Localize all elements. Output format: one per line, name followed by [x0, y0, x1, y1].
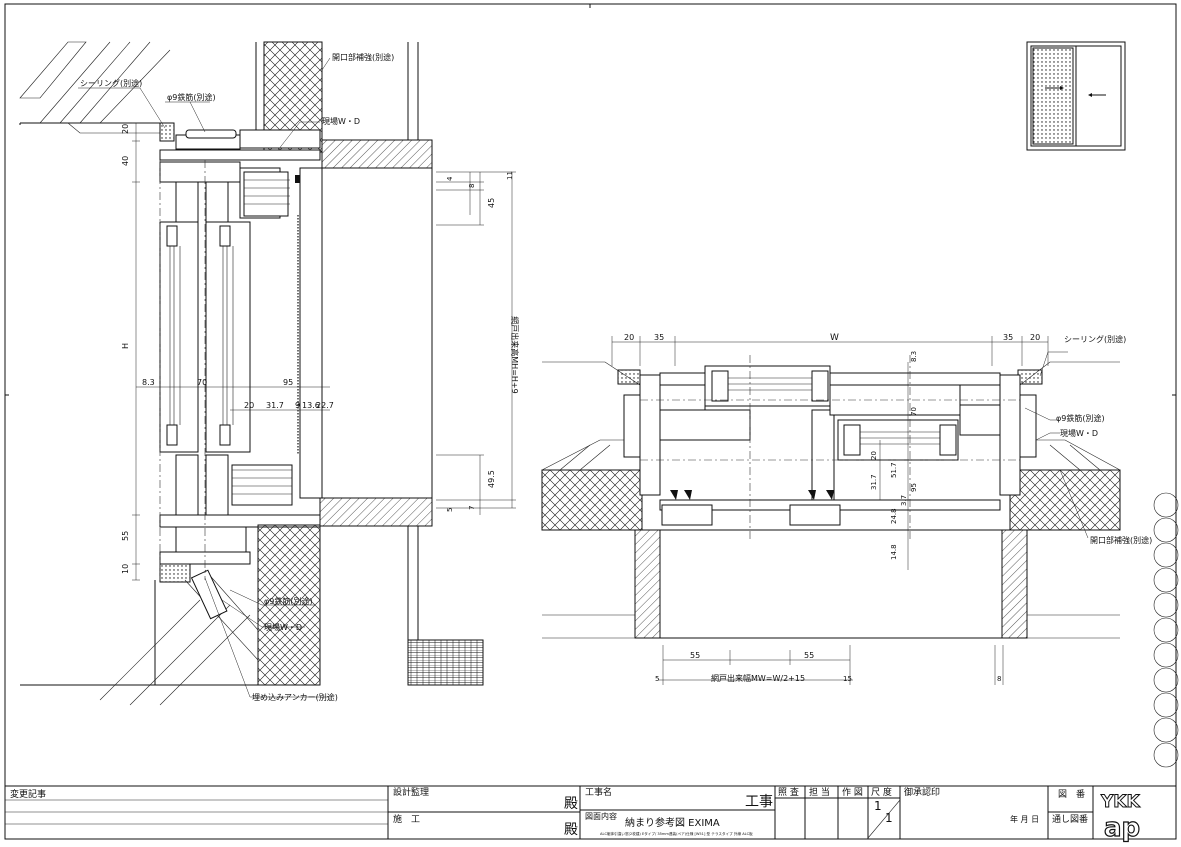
plan-callout-site-wd: 現場W・D — [1060, 428, 1098, 438]
check-label: 照 査 — [778, 786, 799, 798]
callout-site-wd: 現場W・D — [322, 116, 360, 126]
plan-dim-70: 70 — [910, 407, 918, 416]
plan-dim-55b: 55 — [804, 651, 814, 660]
date-label: 年 月 日 — [1010, 814, 1039, 824]
plan-dim-31-7: 31.7 — [870, 474, 878, 490]
key-plan — [1026, 41, 1126, 151]
dim-95: 95 — [283, 378, 293, 387]
plan-dim-w: W — [830, 333, 839, 343]
plan-dim-51-7: 51.7 — [890, 462, 898, 478]
scale-den: 1 — [885, 811, 893, 825]
plan-dim-35: 35 — [654, 333, 664, 342]
approval-label: 御承認印 — [904, 786, 940, 798]
revision-circles — [1153, 492, 1179, 768]
dim-10: 10 — [121, 564, 130, 574]
dim-11: 11 — [506, 171, 514, 180]
scale-num: 1 — [874, 799, 882, 813]
horizontal-plan: 20 35 W 35 20 8.3 70 20 31.7 51.7 95 3.7… — [541, 333, 1152, 685]
drawn-label: 作 図 — [842, 786, 863, 798]
charge-label: 担 当 — [809, 786, 830, 798]
callout-rebar-lower: φ9鉄筋(別途) — [264, 596, 313, 606]
plan-dim-8: 8 — [997, 675, 1001, 683]
title-block: 変更記事 設計監理 施 工 殿 殿 工事名 工事 図面内容 納まり参考図 EXI… — [5, 785, 1176, 844]
callout-opening-reinforcement: 開口部補強(別途) — [332, 52, 394, 62]
construction-label: 施 工 — [393, 813, 420, 825]
plan-dim-95: 95 — [910, 483, 918, 492]
dim-9: 9 — [295, 401, 300, 410]
dim-13-6: 13.6 — [302, 401, 320, 410]
dim-45: 45 — [487, 198, 496, 208]
plan-dim-20: 20 — [624, 333, 634, 342]
plan-dim-20c: 20 — [870, 451, 878, 460]
plan-dim-5: 5 — [655, 675, 659, 683]
callout-rebar: φ9鉄筋(別途) — [167, 92, 216, 102]
vertical-section: 20 40 H 55 10 8.3 70 95 20 31.7 9 13.6 2… — [19, 41, 520, 706]
dim-31-7: 31.7 — [266, 401, 284, 410]
screen-height-label: 網戸出来高MH=H+9 — [510, 316, 520, 393]
dim-5: 5 — [446, 508, 454, 512]
dim-70: 70 — [197, 378, 207, 387]
plan-dim-3-7: 3.7 — [900, 495, 908, 506]
honorific-2: 殿 — [564, 822, 578, 838]
project-name-label: 工事名 — [585, 786, 612, 798]
callout-anchor: 埋め込みアンカー(別途) — [252, 692, 338, 702]
dim-22-7: 22.7 — [316, 401, 334, 410]
drawing-no-label: 図 番 — [1058, 788, 1085, 800]
dim-55: 55 — [121, 531, 130, 541]
callout-sealing: シーリング(別途) — [80, 78, 142, 88]
dim-7: 7 — [468, 506, 476, 510]
scale-label: 尺 度 — [871, 786, 892, 798]
plan-callout-sealing: シーリング(別途) — [1064, 334, 1126, 344]
dim-8: 8 — [468, 184, 476, 188]
plan-dim-20b: 20 — [1030, 333, 1040, 342]
dim-40: 40 — [121, 156, 130, 166]
plan-dim-8-3: 8.3 — [910, 351, 918, 362]
callout-site-wd-lower: 現場W・D — [264, 622, 302, 632]
plan-callout-opening-reinforcement: 開口部補強(別途) — [1090, 535, 1152, 545]
project-suffix: 工事 — [745, 794, 773, 810]
honorific-1: 殿 — [564, 796, 578, 812]
plan-dim-55: 55 — [690, 651, 700, 660]
dim-8-3: 8.3 — [142, 378, 155, 387]
drawing-note: ALC躯体引違い窓(2枚建) Eタイプ/ 35mm連装(ペア)仕様 [W51] … — [600, 831, 753, 836]
plan-dim-35b: 35 — [1003, 333, 1013, 342]
plan-dim-24-8: 24.8 — [890, 508, 898, 524]
screen-width-label: 網戸出来幅MW=W/2+15 — [711, 673, 805, 683]
drawing-content-label: 図面内容 — [585, 811, 617, 821]
plan-dim-14-8: 14.8 — [890, 544, 898, 560]
plan-callout-rebar: φ9鉄筋(別途) — [1056, 413, 1105, 423]
ykk-logo — [1096, 788, 1174, 838]
logo-top: YKK — [1100, 792, 1140, 812]
plan-dim-15: 15 — [843, 675, 852, 683]
logo-bottom: ap — [1104, 813, 1140, 843]
change-record-label: 変更記事 — [10, 788, 46, 800]
dim-h: H — [121, 343, 130, 349]
drawing-title: 納まり参考図 EXIMA — [625, 816, 720, 829]
design-supervision-label: 設計監理 — [393, 786, 429, 798]
dim-20: 20 — [121, 124, 130, 134]
dim-4: 4 — [446, 176, 454, 181]
dim-49-5: 49.5 — [487, 470, 496, 488]
serial-no-label: 通し図番 — [1052, 813, 1088, 825]
dim-20b: 20 — [244, 401, 254, 410]
